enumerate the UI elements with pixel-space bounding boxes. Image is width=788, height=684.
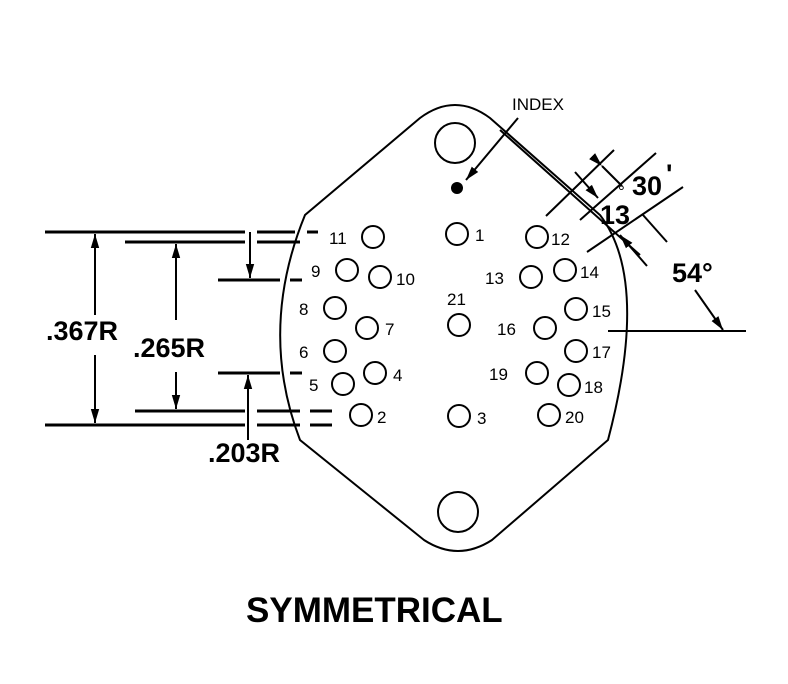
angle-lines — [499, 129, 746, 332]
pin-16-label: 16 — [497, 320, 516, 339]
pin-20-contact — [537, 403, 561, 427]
pin-5-label: 5 — [309, 376, 318, 395]
pin-5-contact — [331, 372, 355, 396]
dimension-203r: .203R — [208, 438, 280, 468]
dimension-lines — [45, 230, 332, 427]
pin-17-label: 17 — [592, 343, 611, 362]
dimension-arrows — [90, 232, 255, 440]
pin-6-label: 6 — [299, 343, 308, 362]
dimension-265r: .265R — [133, 333, 205, 363]
pin-13-contact — [519, 265, 543, 289]
pin-21-label: 21 — [447, 290, 466, 309]
pin-4-label: 4 — [393, 366, 402, 385]
pin-3-contact — [447, 404, 471, 428]
angle-minutes-30: 30 — [632, 171, 662, 201]
pin-2-contact — [349, 403, 373, 427]
connector-outline — [279, 104, 629, 552]
pin-17-contact — [564, 339, 588, 363]
index-label: INDEX — [512, 95, 564, 114]
pin-18-label: 18 — [584, 378, 603, 397]
pin-21-contact — [447, 313, 471, 337]
pin-10-contact — [368, 265, 392, 289]
pin-18-contact — [557, 373, 581, 397]
pin-11-label: 11 — [329, 229, 347, 248]
pin-4-contact — [363, 361, 387, 385]
angle-minute-symbol: ' — [666, 159, 672, 189]
pin-11-contact — [361, 225, 385, 249]
dimension-367r: .367R — [46, 316, 118, 346]
pin-14-label: 14 — [580, 263, 599, 282]
pin-9-contact — [335, 258, 359, 282]
pin-14-contact — [553, 258, 577, 282]
index-arrow — [465, 117, 519, 181]
pin-7-label: 7 — [385, 320, 394, 339]
angle-54: 54° — [672, 258, 713, 288]
pin-12-contact — [525, 225, 549, 249]
pin-19-label: 19 — [489, 365, 508, 384]
pin-19-contact — [525, 361, 549, 385]
pin-7-contact — [355, 316, 379, 340]
pin-20-label: 20 — [565, 408, 584, 427]
pin-6-contact — [323, 339, 347, 363]
pin-16-contact — [533, 316, 557, 340]
angle-degrees-13: 13 — [600, 200, 630, 230]
angle-degree-symbol: ° — [618, 182, 625, 201]
pin-2-label: 2 — [377, 408, 386, 427]
pin-13-label: 13 — [485, 269, 504, 288]
pin-9-label: 9 — [311, 262, 320, 281]
diagram-title: SYMMETRICAL — [246, 591, 503, 630]
pin-8-contact — [323, 296, 347, 320]
pin-15-label: 15 — [592, 302, 611, 321]
pin-1-contact — [445, 222, 469, 246]
pin-1-label: 1 — [475, 226, 484, 245]
mounting-hole-top — [434, 122, 476, 164]
pin-10-label: 10 — [396, 270, 415, 289]
pin-12-label: 12 — [551, 230, 570, 249]
mounting-hole-bottom — [437, 491, 479, 533]
pin-15-contact — [564, 297, 588, 321]
pin-3-label: 3 — [477, 409, 486, 428]
pin-8-label: 8 — [299, 300, 308, 319]
index-dot — [451, 182, 463, 194]
